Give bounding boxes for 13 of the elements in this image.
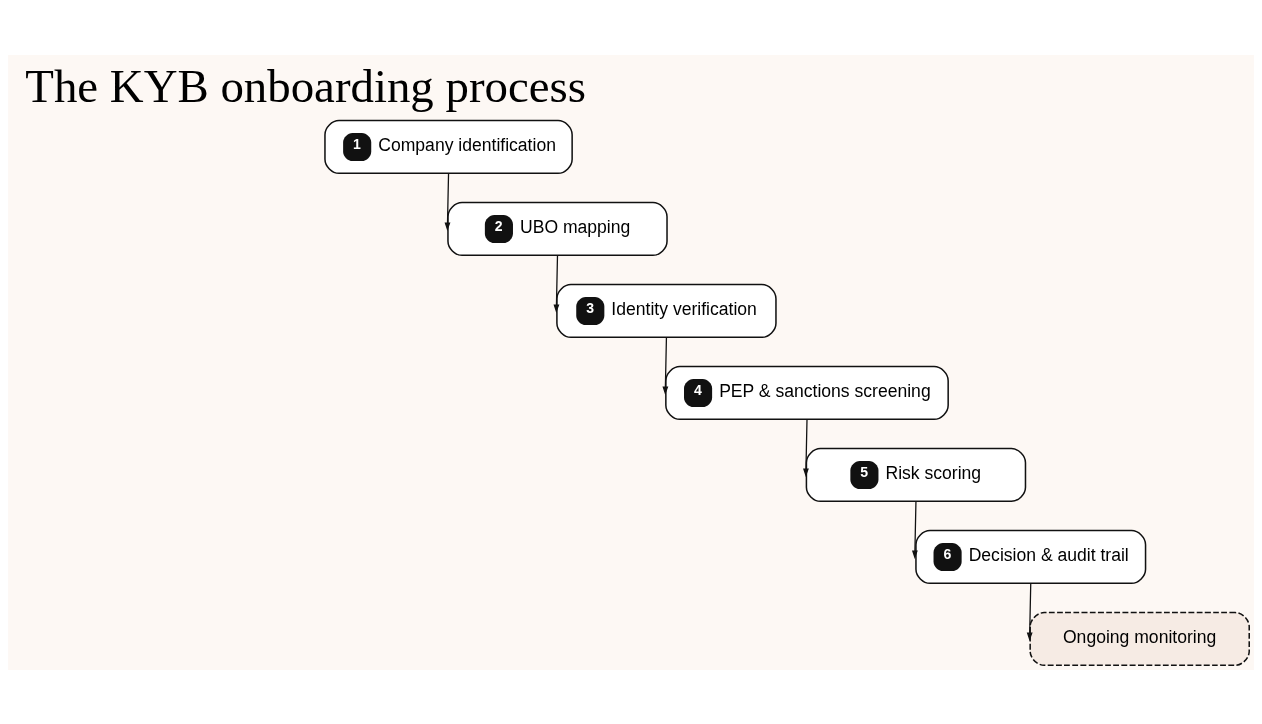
node-box: 4 PEP & sanctions screening bbox=[665, 365, 949, 420]
arrow bbox=[662, 336, 669, 395]
arrow bbox=[911, 500, 918, 559]
arrow bbox=[444, 172, 451, 231]
node-box: 1 Company identification bbox=[324, 119, 573, 174]
node-box: 3 Identity verification bbox=[556, 283, 777, 338]
arrow bbox=[553, 254, 560, 313]
diagram-title: The KYB onboarding process bbox=[25, 59, 586, 112]
arrow bbox=[1026, 582, 1033, 641]
node-box: 2 UBO mapping bbox=[447, 201, 668, 256]
node-box: Ongoing monitoring bbox=[1029, 611, 1250, 666]
arrow bbox=[803, 418, 809, 477]
node-box: 6 Decision & audit trail bbox=[915, 529, 1147, 584]
